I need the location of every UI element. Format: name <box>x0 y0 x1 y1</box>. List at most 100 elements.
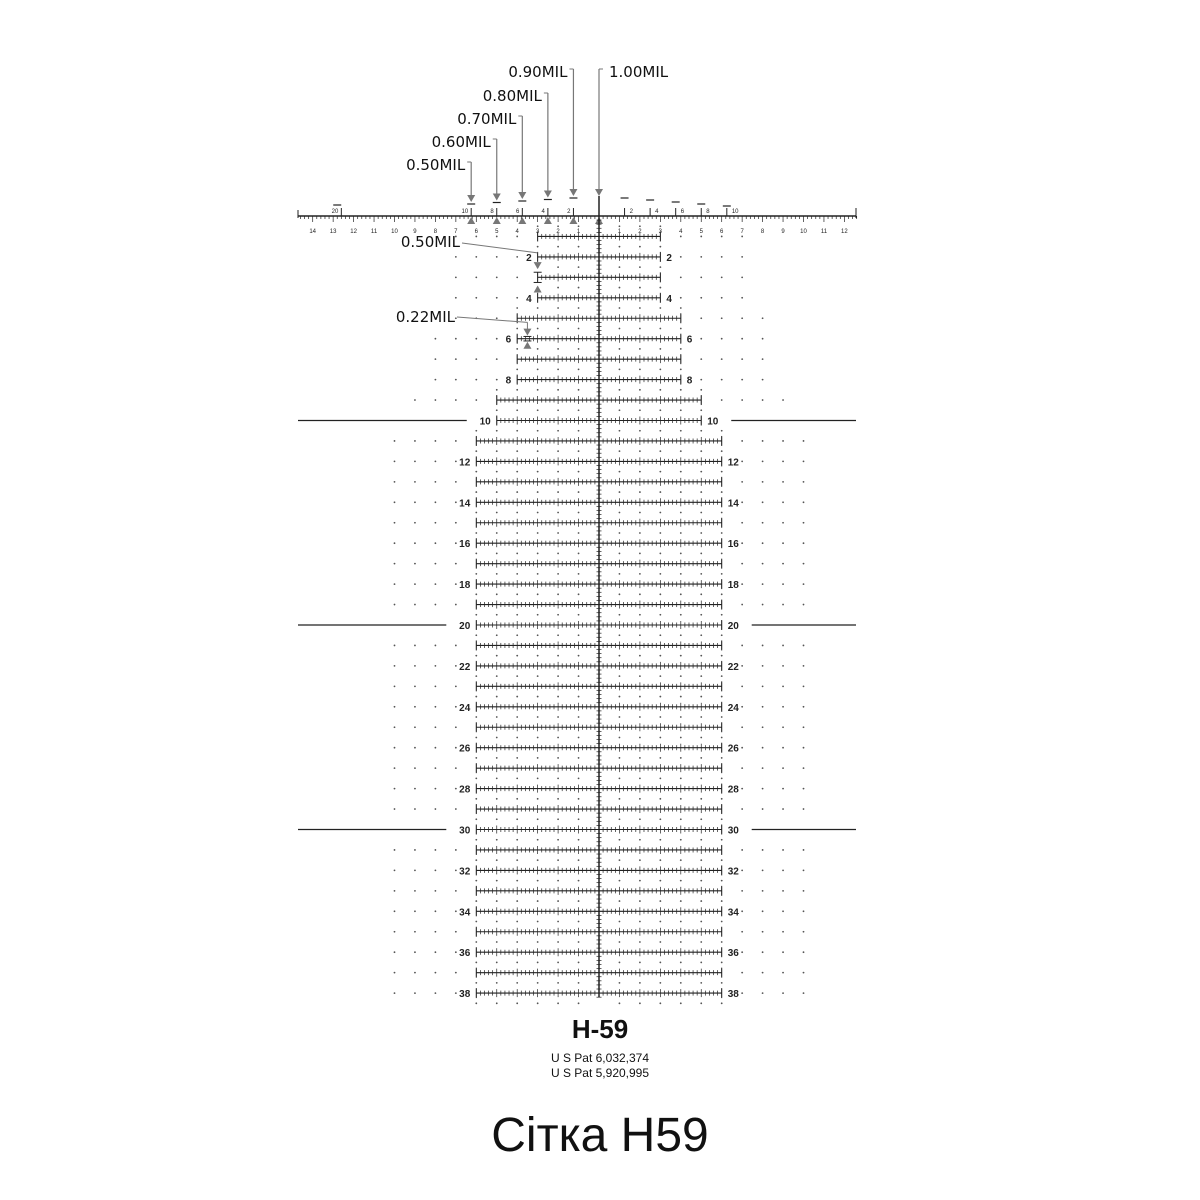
dot <box>782 808 784 810</box>
dot <box>802 521 805 524</box>
dot <box>536 511 539 514</box>
dot <box>577 981 580 984</box>
dot <box>495 961 498 964</box>
dot <box>577 572 580 575</box>
dot <box>761 910 764 913</box>
dot <box>802 951 805 954</box>
dot <box>741 849 744 851</box>
dot <box>577 348 580 350</box>
row-label-right: 30 <box>728 826 740 837</box>
dot <box>639 225 641 228</box>
dot <box>414 583 416 585</box>
dot <box>577 245 580 248</box>
dot <box>393 460 396 463</box>
dot <box>454 337 457 340</box>
dot <box>393 869 396 872</box>
dot <box>720 879 723 882</box>
dot <box>516 859 519 862</box>
dot <box>700 317 703 320</box>
dot <box>475 256 478 258</box>
dot <box>536 348 539 350</box>
dot <box>700 409 703 412</box>
dot <box>720 736 723 739</box>
dot <box>679 388 682 391</box>
dot <box>659 675 662 678</box>
dot <box>536 716 539 718</box>
dot <box>434 440 437 442</box>
dot <box>516 757 519 759</box>
dot <box>720 470 723 473</box>
dot <box>577 941 580 943</box>
dot <box>414 542 416 545</box>
dot <box>618 327 621 330</box>
dot <box>618 470 621 473</box>
dot <box>782 767 784 770</box>
dot <box>741 235 744 238</box>
dot <box>516 491 519 493</box>
dot <box>393 562 396 565</box>
dot <box>761 542 764 545</box>
dot <box>659 266 662 269</box>
dot <box>679 777 682 780</box>
dot <box>414 705 416 708</box>
dot <box>782 951 784 954</box>
dot <box>393 480 396 483</box>
dot <box>495 818 498 821</box>
dot <box>679 1002 682 1005</box>
dot <box>618 777 621 780</box>
dot <box>516 634 519 637</box>
dot <box>557 797 559 800</box>
dot <box>802 460 805 463</box>
dot <box>618 552 621 555</box>
dot <box>536 634 539 637</box>
dot <box>495 491 498 493</box>
dot <box>679 900 682 902</box>
row-label-right: 6 <box>687 335 693 346</box>
dot <box>639 511 641 514</box>
dot <box>454 971 457 974</box>
row-label-right: 4 <box>666 294 672 305</box>
dot <box>536 491 539 493</box>
dot <box>700 1002 703 1005</box>
dot <box>802 808 805 810</box>
row-label-left: 8 <box>506 376 512 387</box>
dot <box>761 685 764 688</box>
dot <box>557 654 559 657</box>
dot <box>454 767 457 770</box>
dot <box>679 491 682 493</box>
dot <box>557 981 559 984</box>
dot <box>720 296 723 299</box>
dot <box>414 992 416 994</box>
dot <box>741 787 744 790</box>
row-label-left: 24 <box>459 703 471 714</box>
dot <box>802 480 805 483</box>
dot <box>720 593 723 596</box>
dot <box>761 746 764 749</box>
dot <box>741 378 744 381</box>
dot <box>639 1002 641 1005</box>
dot <box>475 337 478 340</box>
dot <box>557 368 559 371</box>
dot <box>618 593 621 596</box>
dot <box>802 542 805 545</box>
dot <box>454 317 457 320</box>
dot <box>720 797 723 800</box>
dot <box>700 777 703 780</box>
dot <box>516 450 519 453</box>
dot <box>454 256 457 258</box>
dot <box>679 470 682 473</box>
dot <box>454 787 457 790</box>
lower-right-number: 1 <box>618 229 622 235</box>
dot <box>618 286 621 289</box>
dot <box>802 992 805 994</box>
dot <box>639 470 641 473</box>
dot <box>761 644 764 647</box>
dot <box>700 797 703 800</box>
dot <box>639 307 641 309</box>
dot <box>741 542 744 545</box>
dot <box>495 736 498 739</box>
dot <box>700 838 703 841</box>
dot <box>802 726 805 729</box>
dot <box>802 562 805 565</box>
dot <box>475 593 478 596</box>
